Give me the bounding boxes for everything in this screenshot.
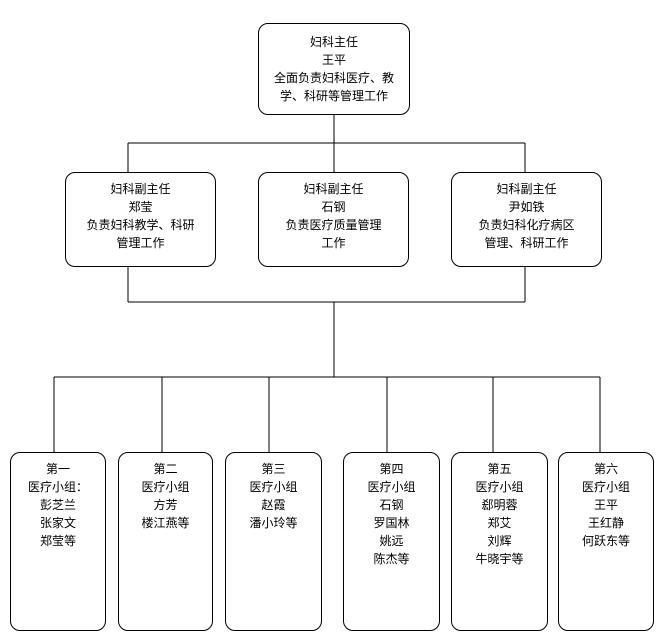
group-line: 第三 [261,462,286,476]
medical-group-6: 第六 医疗小组 王平 王红静 何跃东等 [558,452,654,631]
deputy-title: 妇科副主任 [496,182,557,196]
group-line: 第六 [593,462,618,476]
group-member: 彭芝兰 [39,498,76,512]
group-member: 方芳 [153,498,178,512]
group-member: 何跃东等 [581,534,630,548]
group-member: 牛晓宇等 [475,552,524,566]
director-duty-line: 全面负责妇科医疗、教 [273,71,394,85]
deputy-name: 石钢 [321,200,346,214]
medical-group-1: 第一 医疗小组： 彭芝兰 张家文 郑莹等 [10,452,106,631]
director-title: 妇科主任 [309,35,358,49]
group-member: 楼江燕等 [141,516,190,530]
deputy-title: 妇科副主任 [110,182,171,196]
medical-group-2: 第二 医疗小组 方芳 楼江燕等 [118,452,213,631]
group-member: 石钢 [379,498,404,512]
group-line: 医疗小组： [27,480,88,494]
group-line: 第四 [379,462,404,476]
deputy-duty-line: 负责妇科教学、科研 [86,218,195,232]
deputy-duty-line: 负责医疗质量管理 [285,218,382,232]
group-line: 医疗小组 [367,480,416,494]
deputy-box-3: 妇科副主任 尹如铁 负责妇科化疗病区 管理、科研工作 [451,172,602,267]
group-member: 姚远 [379,534,404,548]
director-duty-line: 学、科研等管理工作 [279,89,388,103]
medical-group-5: 第五 医疗小组 郄明蓉 郑艾 刘辉 牛晓宇等 [451,452,548,631]
deputy-name: 尹如铁 [508,200,545,214]
deputy-duty-line: 负责妇科化疗病区 [478,218,575,232]
group-line: 第一 [45,462,70,476]
group-line: 医疗小组 [475,480,524,494]
group-member: 张家文 [39,516,76,530]
group-member: 陈杰等 [373,552,410,566]
deputy-box-2: 妇科副主任 石钢 负责医疗质量管理 工作 [258,172,409,267]
medical-group-3: 第三 医疗小组 赵霞 潘小玲等 [225,452,322,631]
group-member: 郑莹等 [39,534,76,548]
director-box: 妇科主任 王平 全面负责妇科医疗、教 学、科研等管理工作 [258,23,410,115]
group-member: 王平 [593,498,618,512]
deputy-name: 郑莹 [128,200,153,214]
deputy-duty-line: 管理工作 [116,236,165,250]
deputy-box-1: 妇科副主任 郑莹 负责妇科教学、科研 管理工作 [65,172,216,267]
group-member: 王红静 [587,516,624,530]
group-line: 医疗小组 [249,480,298,494]
group-line: 第二 [153,462,178,476]
deputy-duty-line: 管理、科研工作 [484,236,569,250]
medical-group-4: 第四 医疗小组 石钢 罗国林 姚远 陈杰等 [343,452,440,631]
group-member: 潘小玲等 [249,516,298,530]
group-member: 郄明蓉 [481,498,518,512]
group-member: 郑艾 [487,516,512,530]
group-line: 医疗小组 [141,480,190,494]
deputy-title: 妇科副主任 [303,182,364,196]
director-name: 王平 [321,53,346,67]
group-line: 第五 [487,462,512,476]
group-member: 刘辉 [487,534,512,548]
deputy-duty-line: 工作 [321,236,346,250]
group-member: 赵霞 [261,498,286,512]
group-line: 医疗小组 [581,480,630,494]
group-member: 罗国林 [373,516,410,530]
